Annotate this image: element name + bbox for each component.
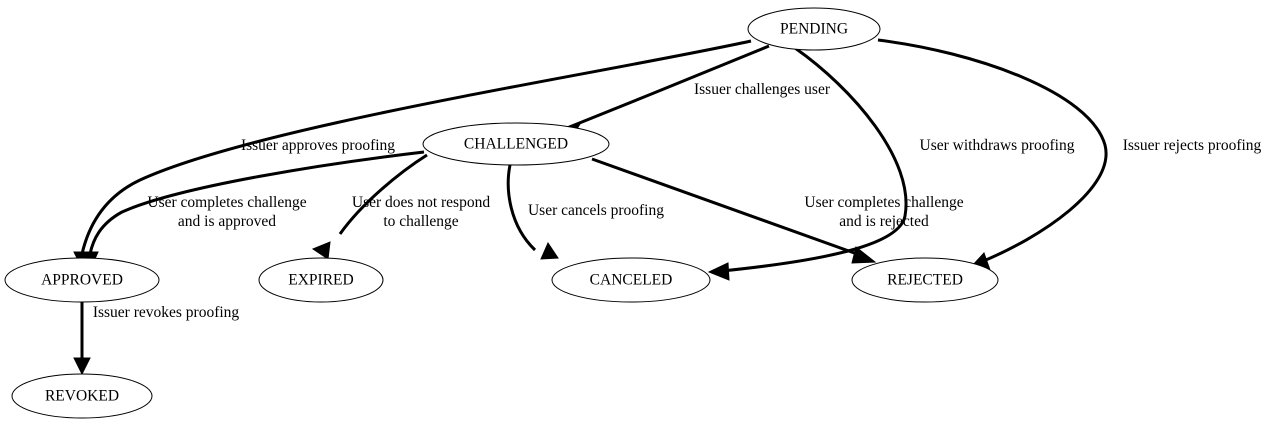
node-label-rejected: REJECTED xyxy=(887,272,963,289)
edge-label-challenged-approved: User completes challenge and is approved xyxy=(147,194,306,230)
node-shape-expired xyxy=(258,257,384,303)
node-pending[interactable]: PENDING xyxy=(747,7,881,51)
nodes-layer: PENDING CHALLENGED APPROVED EXPIRED CANCELED… xyxy=(4,7,999,419)
edge-label-line: Issuer approves proofing xyxy=(241,137,395,154)
edge-pending-rejected xyxy=(877,38,1108,271)
edge-line-pending-rejected xyxy=(877,38,1108,264)
arrowhead-icon xyxy=(73,357,91,376)
node-expired[interactable]: EXPIRED xyxy=(258,257,384,303)
node-shape-rejected xyxy=(851,257,999,303)
node-approved[interactable]: APPROVED xyxy=(4,257,160,303)
edge-line-challenged-expired xyxy=(338,153,428,235)
edge-label-line: Issuer rejects proofing xyxy=(1123,137,1262,154)
edge-label-challenged-expired: User does not respond to challenge xyxy=(352,194,490,230)
edge-label-line: User cancels proofing xyxy=(528,202,664,219)
node-shape-approved xyxy=(4,257,160,303)
node-label-approved: APPROVED xyxy=(41,272,123,289)
node-label-pending: PENDING xyxy=(780,21,848,38)
arrowhead-icon xyxy=(851,246,877,264)
arrowhead-icon xyxy=(540,241,559,260)
node-label-expired: EXPIRED xyxy=(288,272,353,289)
node-shape-pending xyxy=(747,7,881,51)
edge-line-pending-approved xyxy=(80,39,752,255)
edge-label-line: and is approved xyxy=(178,213,276,230)
node-shape-revoked xyxy=(11,373,153,419)
edge-label-pending-rejected: Issuer rejects proofing xyxy=(1123,137,1262,154)
edge-label-challenged-rejected: User completes challenge and is rejected xyxy=(804,194,963,230)
node-challenged[interactable]: CHALLENGED xyxy=(422,122,610,166)
node-rejected[interactable]: REJECTED xyxy=(851,257,999,303)
arrowhead-icon xyxy=(707,262,730,281)
edge-pending-canceled xyxy=(707,46,908,281)
edge-label-pending-canceled: User withdraws proofing xyxy=(920,137,1075,154)
arrowhead-icon xyxy=(311,241,331,260)
node-label-challenged: CHALLENGED xyxy=(464,136,568,153)
edge-line-challenged-approved xyxy=(88,150,425,255)
edge-label-line: User withdraws proofing xyxy=(920,137,1075,154)
edge-label-line: User does not respond xyxy=(352,194,490,211)
edge-label-approved-revoked: Issuer revokes proofing xyxy=(93,304,240,321)
edge-label-line: User completes challenge xyxy=(804,194,963,211)
edge-label-line: and is rejected xyxy=(839,213,929,230)
edge-label-line: Issuer revokes proofing xyxy=(93,304,240,321)
node-revoked[interactable]: REVOKED xyxy=(11,373,153,419)
node-shape-canceled xyxy=(551,257,711,303)
edge-challenged-canceled xyxy=(506,164,559,260)
edge-challenged-expired xyxy=(311,153,428,260)
node-shape-challenged xyxy=(422,122,610,166)
edge-line-challenged-canceled xyxy=(506,164,537,252)
edge-label-line: User completes challenge xyxy=(147,194,306,211)
node-canceled[interactable]: CANCELED xyxy=(551,257,711,303)
edges-layer xyxy=(73,38,1108,376)
node-label-revoked: REVOKED xyxy=(45,388,119,405)
edge-challenged-rejected xyxy=(591,157,877,264)
edge-line-challenged-rejected xyxy=(591,157,861,257)
edge-label-pending-approved: Issuer approves proofing xyxy=(241,137,395,154)
edge-approved-revoked xyxy=(73,302,91,376)
node-label-canceled: CANCELED xyxy=(590,272,673,289)
edge-label-challenged-canceled: User cancels proofing xyxy=(528,202,664,219)
edge-label-pending-challenged: Issuer challenges user xyxy=(694,81,831,98)
edge-line-pending-challenged xyxy=(566,44,770,130)
edge-line-pending-canceled xyxy=(721,46,908,273)
edge-label-line: to challenge xyxy=(383,213,458,230)
edge-label-line: Issuer challenges user xyxy=(694,81,831,98)
